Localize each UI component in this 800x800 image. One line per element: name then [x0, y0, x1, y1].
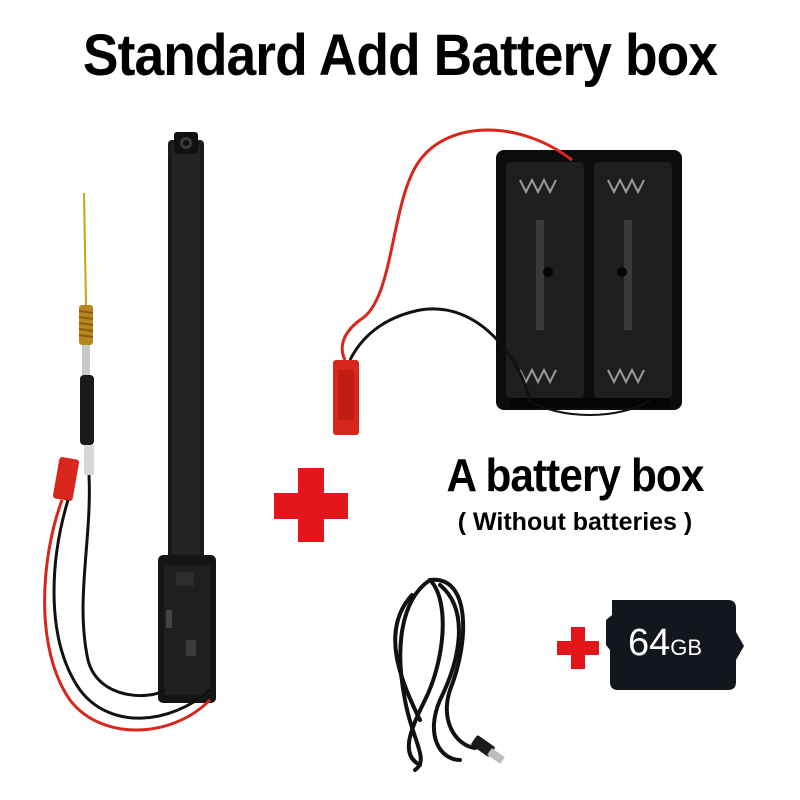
battery-wires	[333, 128, 651, 435]
usb-plug	[471, 735, 495, 757]
battery-box-label: A battery box	[446, 449, 705, 501]
battery-box	[496, 150, 682, 410]
page-title: Standard Add Battery box	[82, 23, 718, 88]
camera-module	[158, 132, 216, 703]
plus-icon	[274, 468, 348, 542]
sd-card-unit: GB	[670, 635, 703, 660]
camera-power-wires	[43, 457, 212, 732]
battery-box-note: ( Without batteries )	[457, 508, 693, 536]
sd-card	[606, 600, 744, 690]
sd-card-capacity: 64	[628, 622, 671, 664]
usb-cable	[393, 577, 477, 772]
antenna	[78, 192, 166, 697]
plus-icon-small	[557, 627, 599, 669]
sd-card-label: 64GB	[628, 622, 702, 665]
